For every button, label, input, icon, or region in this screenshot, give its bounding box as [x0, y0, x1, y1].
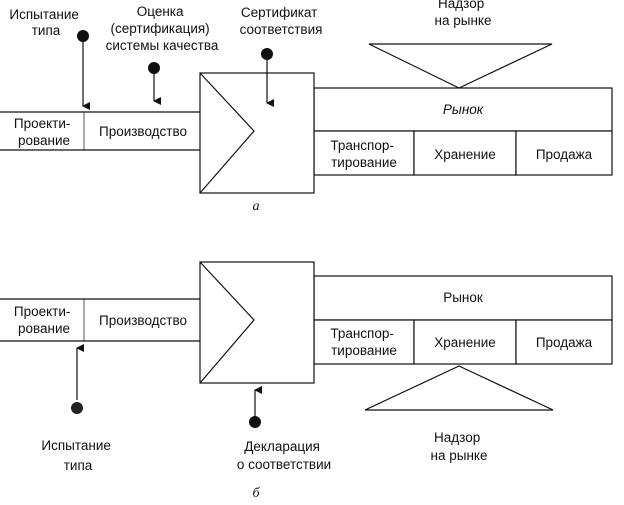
supervision-triangle-b	[364, 365, 554, 411]
transport-box-b	[313, 319, 415, 365]
supervision-triangle-a	[368, 43, 553, 89]
transport-box-a	[313, 130, 415, 176]
market-label-a: Рынок	[443, 102, 484, 117]
diagram-a: Испытание типа Оценка (сертификация) сис…	[0, 0, 613, 214]
design-label-a: Проекти- рование	[14, 116, 74, 148]
quality-label-a: Оценка (сертификация) системы качества	[106, 4, 219, 53]
test-type-label-a: Испытание типа	[9, 7, 82, 38]
certificate-dot-a	[261, 48, 273, 60]
storage-box-b	[413, 319, 517, 365]
production-channel-a	[0, 111, 200, 151]
declaration-label-b: Декларация о соответствии	[237, 439, 331, 472]
market-box-b	[313, 275, 613, 321]
supervision-label-a: Надзор на рынке	[435, 0, 492, 28]
transport-label-b: Транспор- тирование	[330, 326, 397, 358]
declaration-dot-b	[249, 416, 261, 428]
caption-b: б	[252, 486, 260, 501]
market-box-a	[313, 87, 613, 132]
test-type-label-b: Испытание типа	[41, 438, 114, 473]
certification-chevron-a	[199, 72, 255, 194]
test-type-dot-a	[77, 30, 89, 42]
test-type-dot-b	[71, 402, 83, 414]
sale-box-b	[515, 319, 613, 365]
storage-label-a: Хранение	[434, 147, 496, 162]
storage-box-a	[413, 130, 517, 176]
production-label-a: Производство	[99, 124, 187, 139]
sale-box-a	[515, 130, 613, 176]
production-label-b: Производство	[99, 313, 187, 328]
market-label-b: Рынок	[443, 290, 483, 305]
design-label-b: Проекти- рование	[14, 304, 74, 336]
production-channel-b	[0, 298, 200, 342]
certificate-label-a: Сертификат соответствия	[240, 5, 323, 37]
storage-label-b: Хранение	[434, 335, 496, 350]
supervision-label-b: Надзор на рынке	[431, 430, 488, 463]
sale-label-a: Продажа	[536, 147, 593, 162]
quality-dot-a	[148, 62, 160, 74]
certification-chevron-b	[199, 261, 255, 384]
transport-label-a: Транспор- тирование	[330, 138, 397, 170]
caption-a: а	[253, 199, 260, 214]
sale-label-b: Продажа	[536, 335, 593, 350]
diagram-b: Проекти- рование Производство Рынок Тран…	[0, 261, 613, 501]
